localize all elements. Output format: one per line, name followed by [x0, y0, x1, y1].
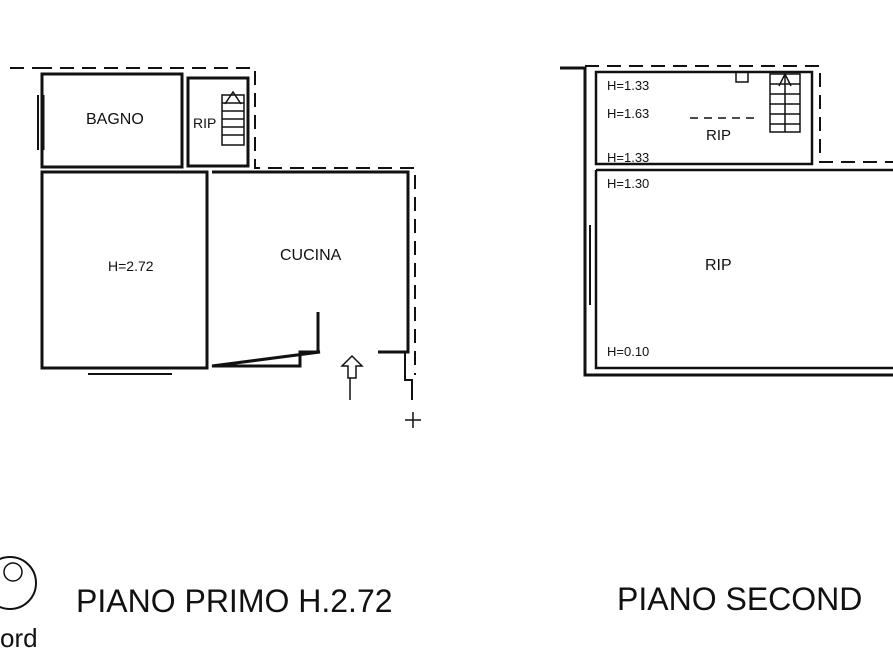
floor-one-plan: [10, 67, 421, 428]
height-label-2: H=1.63: [607, 106, 649, 121]
height-label-1: H=1.33: [607, 78, 649, 93]
stair-icon: [221, 90, 245, 146]
room-bagno-walls: [40, 72, 184, 169]
height-label-4: H=1.30: [607, 176, 649, 191]
north-compass-icon: [0, 556, 37, 610]
room-rip-upper-walls: [594, 70, 814, 166]
title-piano-primo: PIANO PRIMO H.2.72: [76, 583, 393, 619]
floor-two-plan: [560, 65, 893, 377]
stair-icon-upper: [769, 72, 801, 133]
entrance-wall: [404, 352, 413, 400]
title-piano-secondo: PIANO SECOND: [617, 581, 862, 617]
floor-two-dashed-boundary: [585, 65, 893, 163]
label-bagno: BAGNO: [86, 111, 144, 128]
floor-one-dashed-boundary: [10, 67, 416, 375]
label-rip-lower: RIP: [705, 257, 732, 274]
room-rip-lower-walls: [594, 168, 893, 370]
room-cucina-walls: [211, 170, 410, 368]
label-rip-upper: RIP: [706, 127, 731, 144]
chimney-icon: [735, 71, 749, 83]
label-rip-floor-one: RIP: [193, 115, 216, 131]
height-label-5: H=0.10: [607, 344, 649, 359]
room-rip-walls: [186, 76, 250, 168]
label-main-height: H=2.72: [108, 258, 154, 274]
survey-cross-icon: [405, 412, 421, 428]
entrance-arrow-icon: [340, 354, 364, 400]
north-label: ord: [0, 623, 38, 653]
label-cucina: CUCINA: [280, 247, 342, 264]
height-label-3: H=1.33: [607, 150, 649, 165]
floor-two-outline-top: [560, 66, 893, 377]
